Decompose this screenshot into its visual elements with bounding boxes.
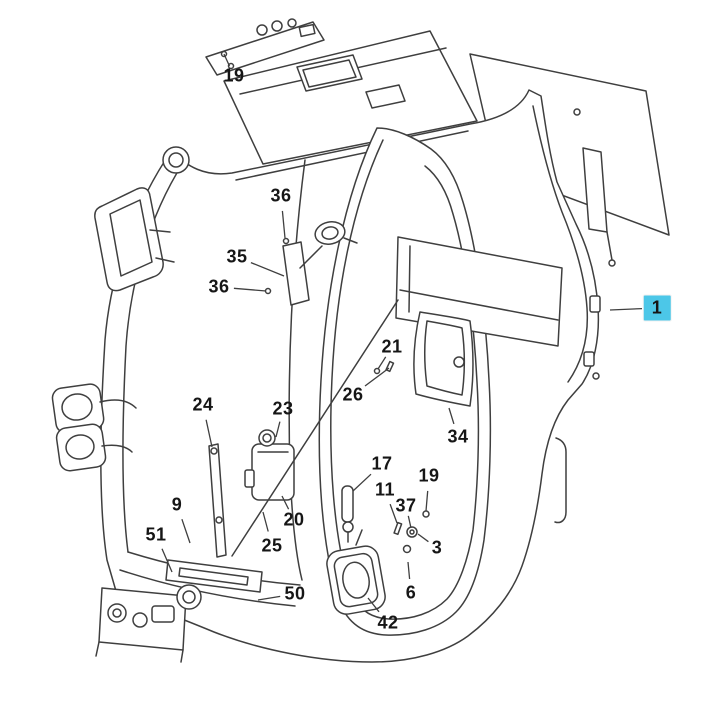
part-callout-20: 20 (283, 509, 305, 530)
roof-vent-strip (205, 18, 325, 76)
leader-line-50 (257, 595, 281, 601)
part-callout-21: 21 (381, 336, 403, 357)
leader-line-37 (407, 515, 412, 529)
wiper-arm (231, 299, 399, 557)
part-callout-36: 36 (270, 185, 292, 206)
front-work-light (326, 545, 386, 615)
leader-line-51 (161, 548, 173, 573)
leader-line-20 (281, 495, 290, 510)
part-callout-34: 34 (447, 426, 469, 447)
roof-panel (223, 30, 478, 165)
leader-line-42 (367, 597, 380, 613)
leader-line-36 (233, 287, 267, 292)
fastener-cluster (393, 510, 430, 554)
valve-assembly (95, 584, 202, 663)
lamp-bracket (264, 237, 323, 306)
leader-line-6 (407, 561, 411, 580)
part-callout-23: 23 (272, 398, 294, 419)
part-callout-24: 24 (192, 394, 214, 415)
leader-line-24 (205, 419, 213, 448)
door-handle (341, 485, 354, 543)
leader-line-36 (281, 210, 286, 239)
left-work-lights (51, 383, 137, 472)
leader-line-19 (223, 53, 231, 67)
washer-tank (244, 429, 295, 501)
part-callout-25: 25 (261, 535, 283, 556)
sliding-window-frame (413, 311, 474, 407)
part-callout-37: 37 (395, 495, 417, 516)
left-grab-rail (94, 187, 175, 292)
leader-line-35 (250, 261, 285, 277)
right-side-details (554, 295, 601, 524)
part-callout-42: 42 (377, 612, 399, 633)
part-callout-1[interactable]: 1 (643, 295, 671, 321)
part-callout-36: 36 (208, 276, 230, 297)
leader-line-21 (377, 356, 387, 370)
part-callout-35: 35 (226, 246, 248, 267)
leader-line-34 (448, 407, 455, 425)
part-callout-9: 9 (171, 494, 183, 515)
part-callout-3: 3 (431, 537, 443, 558)
corner-lamp (162, 146, 190, 174)
leader-line-17 (352, 473, 372, 492)
leader-line-1 (609, 307, 643, 311)
part-callout-17: 17 (371, 453, 393, 474)
part-callout-6: 6 (405, 582, 417, 603)
leader-line-26 (364, 367, 390, 387)
leader-line-9 (181, 518, 191, 544)
part-callout-11: 11 (374, 479, 396, 500)
small-screws (373, 360, 395, 375)
leader-line-23 (275, 421, 281, 438)
part-callout-50: 50 (284, 583, 306, 604)
part-callout-51: 51 (145, 524, 167, 545)
part-callout-19: 19 (418, 465, 440, 486)
part-callout-26: 26 (342, 384, 364, 405)
roof-work-lamp (314, 221, 358, 245)
front-lower-panel (165, 559, 263, 593)
part-callout-19: 19 (223, 65, 245, 86)
leader-line-19 (425, 490, 429, 512)
leader-line-11 (389, 503, 398, 524)
leader-line-3 (417, 533, 429, 543)
leader-line-25 (262, 511, 269, 532)
callout-leader-lines (161, 53, 643, 613)
work-light-bracket (355, 529, 363, 546)
wiper-linkage (208, 443, 227, 558)
